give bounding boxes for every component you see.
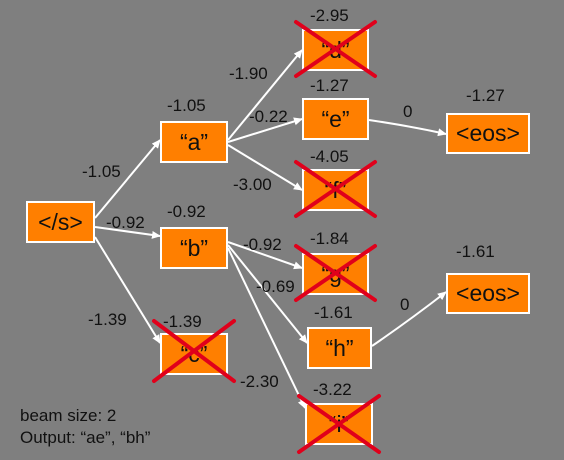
node-b: “b” (160, 227, 228, 269)
score-a: -1.05 (167, 96, 206, 115)
edge-a-f (227, 144, 303, 191)
edge-label-b-i: -2.30 (240, 372, 279, 391)
node-root: </s> (26, 201, 95, 243)
edge-label-a-f: -3.00 (233, 175, 272, 194)
score-e: -1.27 (310, 76, 349, 95)
edge-b-i (227, 247, 306, 409)
score-h: -1.61 (314, 303, 353, 322)
score-c: -1.39 (163, 312, 202, 331)
node-g: “g” (302, 253, 369, 295)
edge-label-b-h: -0.69 (256, 277, 295, 296)
node-c: “c” (160, 333, 228, 375)
edge-b-g (227, 241, 303, 270)
score-g: -1.84 (310, 229, 349, 248)
edge-a-d (227, 49, 303, 141)
edge-root-a (94, 139, 161, 219)
edge-label-h-eos2: 0 (400, 295, 410, 314)
edge-label-e-eos1: 0 (403, 102, 413, 121)
node-eos-2: <eos> (446, 273, 530, 314)
edge-label-a-e: -0.22 (249, 107, 288, 126)
node-i: “i” (305, 403, 373, 445)
score-f: -4.05 (310, 147, 349, 166)
score-b: -0.92 (167, 202, 206, 221)
node-f: “f” (302, 169, 369, 211)
edge-label-b-g: -0.92 (243, 235, 282, 254)
edge-label-root-c: -1.39 (88, 310, 127, 329)
edge-e-eos1 (368, 119, 447, 137)
node-eos-1: <eos> (446, 113, 530, 154)
beam-size-note: beam size: 2 (20, 406, 117, 425)
edge-root-c (94, 236, 161, 344)
edge-label-a-d: -1.90 (229, 64, 268, 83)
score-eos-1: -1.27 (466, 86, 505, 105)
score-d: -2.95 (310, 6, 349, 25)
edge-a-e (227, 117, 303, 143)
edge-label-root-b: -0.92 (106, 213, 145, 232)
node-h: “h” (307, 327, 372, 369)
edge-h-eos2 (371, 291, 447, 347)
score-eos-2: -1.61 (456, 242, 495, 261)
node-a: “a” (160, 121, 228, 163)
edge-b-h (227, 244, 308, 344)
score-i: -3.22 (313, 380, 352, 399)
output-note: Output: “ae”, “bh” (20, 428, 151, 447)
node-e: “e” (302, 98, 369, 140)
node-d: “d” (302, 29, 369, 71)
edge-label-root-a: -1.05 (82, 162, 121, 181)
edge-root-b (94, 226, 161, 239)
